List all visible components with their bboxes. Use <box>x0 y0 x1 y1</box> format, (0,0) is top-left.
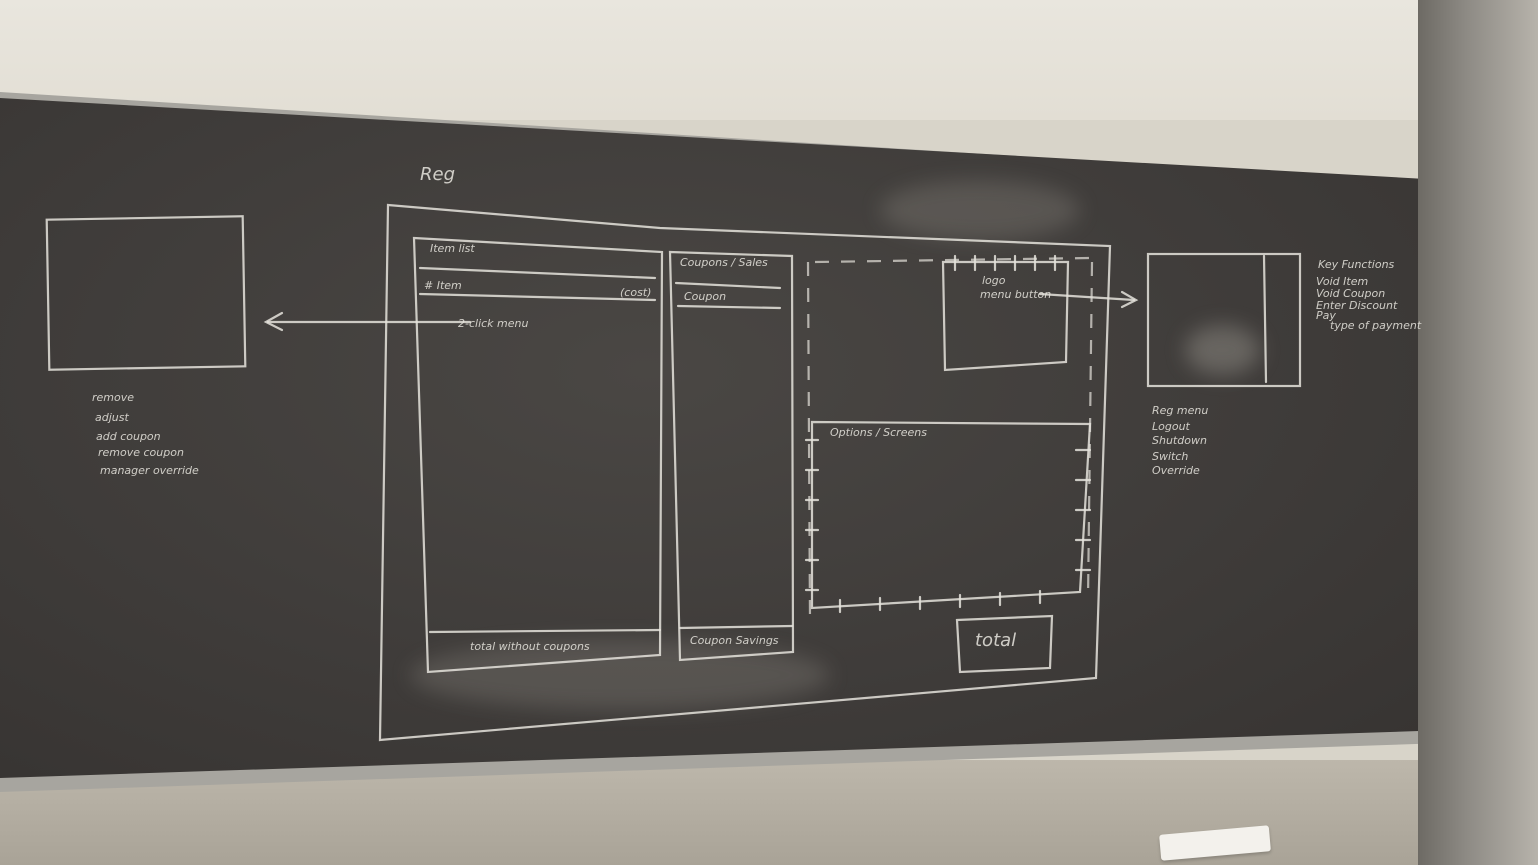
left-bullet: add coupon <box>96 430 161 443</box>
key-function-item: Pay <box>1316 309 1336 322</box>
logo-box-ticks <box>953 254 1057 272</box>
item-list-footer-divider <box>428 628 662 634</box>
options-box <box>810 420 1092 610</box>
coupon-label: Coupon <box>684 290 726 303</box>
reg-menu-item: Switch <box>1152 450 1188 463</box>
cost-label: (cost) <box>620 286 651 299</box>
click-action-label: 2-click menu <box>458 317 528 330</box>
key-function-item: Enter Discount <box>1316 299 1398 312</box>
coupon-savings-label: Coupon Savings <box>690 634 779 647</box>
register-outline <box>378 203 1112 742</box>
item-row-label: # Item <box>424 279 462 292</box>
arrow-right <box>1038 292 1136 302</box>
menu-button-label: menu button <box>980 288 1051 301</box>
total-box <box>955 614 1054 674</box>
logo-box <box>941 260 1070 372</box>
item-list-divider <box>418 266 657 280</box>
total-without-coupons-label: total without coupons <box>470 640 590 653</box>
item-list-panel <box>412 236 664 674</box>
left-bullet: remove <box>92 391 134 404</box>
coupons-header-label: Coupons / Sales <box>680 256 768 269</box>
coupon-divider <box>676 304 782 310</box>
eraser-smudge <box>1185 325 1260 375</box>
options-screens-label: Options / Screens <box>830 426 927 439</box>
key-function-item: Void Item <box>1316 275 1368 288</box>
left-bullet: remove coupon <box>98 446 184 459</box>
total-label: total <box>975 630 1016 651</box>
left-bullet: manager override <box>100 464 199 477</box>
item-list-divider <box>418 292 657 302</box>
key-function-item: Void Coupon <box>1316 287 1385 300</box>
coupon-footer-divider <box>678 624 794 630</box>
options-box-ticks <box>804 438 1092 614</box>
reg-menu-title: Reg menu <box>1152 404 1208 417</box>
wall-right <box>1418 0 1538 865</box>
reg-menu-item: Logout <box>1152 420 1191 433</box>
item-list-label: Item list <box>430 242 475 255</box>
wall-top <box>0 0 1538 120</box>
reg-menu-item: Override <box>1152 464 1200 477</box>
reg-menu-item: Shutdown <box>1152 434 1207 447</box>
arrow-right-head <box>1120 290 1139 309</box>
left-bullet: adjust <box>95 411 129 424</box>
eraser-smudge <box>410 640 830 710</box>
arrow-left-head <box>263 311 284 332</box>
popup-box-left <box>45 215 247 371</box>
menu-box-divider <box>1262 254 1268 384</box>
logo-label: logo <box>982 274 1006 287</box>
eraser-smudge <box>880 180 1080 240</box>
key-functions-sub: type of payment <box>1330 319 1422 332</box>
chalkboard <box>0 98 1437 778</box>
dashed-boundary <box>814 256 1091 264</box>
coupon-panel <box>668 250 795 662</box>
menu-box-right <box>1146 252 1302 388</box>
coupon-divider <box>674 281 782 290</box>
key-functions-title: Key Functions <box>1318 258 1395 271</box>
title-label: Reg <box>420 164 455 185</box>
